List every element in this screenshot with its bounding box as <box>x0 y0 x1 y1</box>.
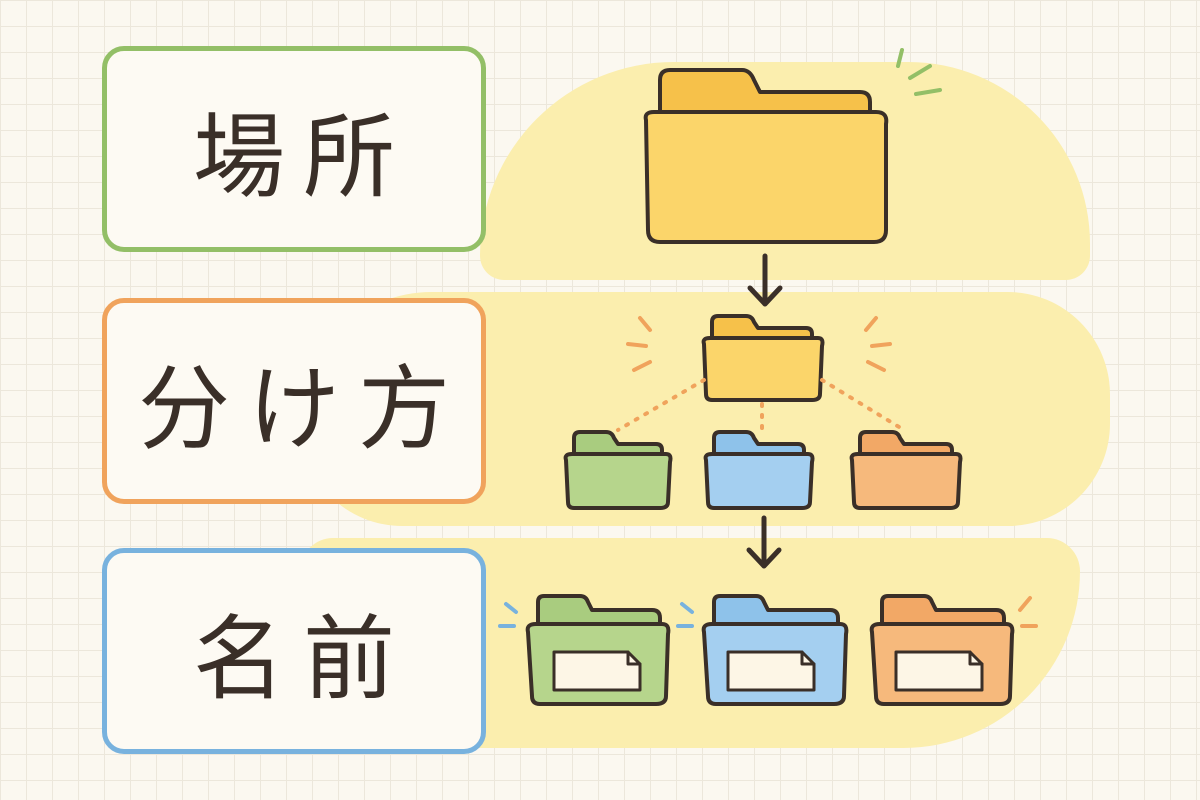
arrow-down-icon-2 <box>746 515 782 569</box>
sparkle-orange-left-icon <box>626 316 652 372</box>
sparkle-blue-middle-icon <box>676 602 694 628</box>
label-name: 名前 <box>102 548 486 754</box>
label-division-text: 分け方 <box>137 355 468 463</box>
orange-folder-document-icon <box>869 594 1015 706</box>
label-division: 分け方 <box>102 298 486 504</box>
label-name-text: 名前 <box>192 605 413 713</box>
sparkle-orange-right-icon <box>864 316 892 372</box>
label-location-text: 場所 <box>192 103 413 211</box>
arrow-down-icon <box>747 253 783 307</box>
connector-lines <box>616 378 906 438</box>
green-folder-document-icon <box>525 594 671 706</box>
large-folder-icon <box>643 68 889 244</box>
sparkle-green-icon <box>896 48 942 96</box>
orange-folder-icon <box>849 430 963 510</box>
green-folder-icon <box>563 430 673 510</box>
label-location: 場所 <box>102 46 486 252</box>
medium-folder-icon <box>701 314 825 402</box>
blue-folder-icon <box>703 430 815 510</box>
sparkle-orange-bottom-icon <box>1018 596 1038 628</box>
sparkle-blue-left-icon <box>498 602 518 628</box>
blue-folder-document-icon <box>701 594 849 706</box>
